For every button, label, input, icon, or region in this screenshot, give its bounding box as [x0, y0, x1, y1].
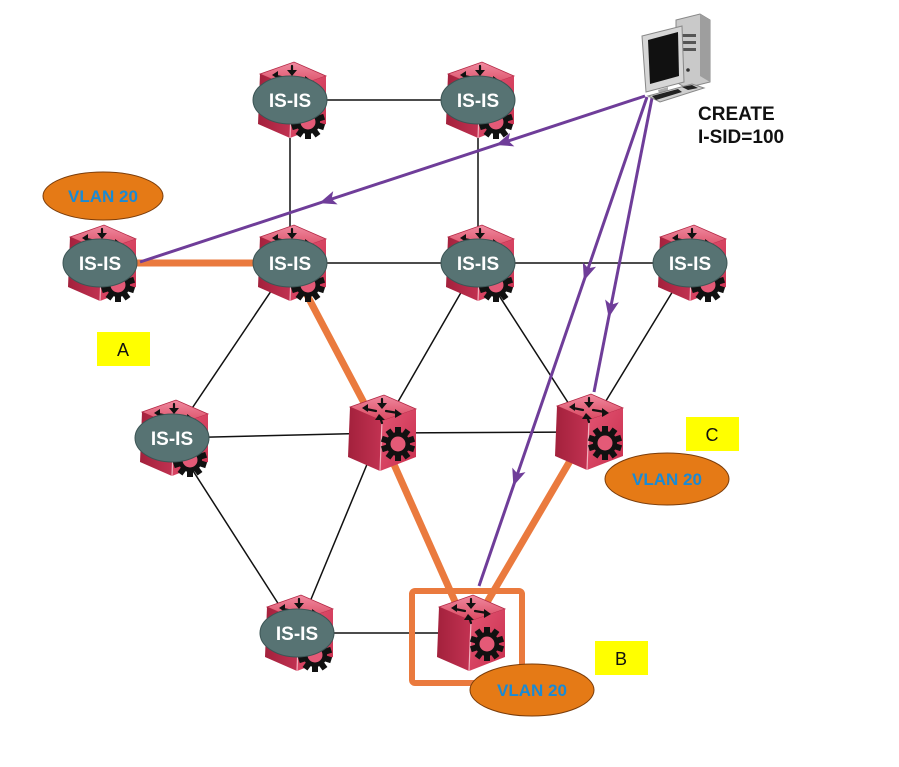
spb-path-layer [134, 259, 573, 606]
create-label-line1: CREATE [698, 104, 775, 125]
arrowhead-icon [512, 467, 526, 486]
tag-label: C [706, 425, 719, 445]
isis-ellipse [652, 238, 728, 288]
isis-label: IS-IS [276, 624, 318, 645]
routing-arrows-icon [569, 396, 609, 424]
isid-arrow-n11 [477, 96, 649, 587]
vlan-label: VLAN 20 [632, 470, 702, 489]
highlight-layer [409, 588, 525, 686]
node-tag-b: B [595, 641, 648, 675]
arrowhead-icon [496, 133, 515, 147]
isis-label: IS-IS [669, 254, 711, 275]
vlan-label: VLAN 20 [68, 187, 138, 206]
isid-arrow-n9 [592, 97, 654, 393]
vlans-layer: VLAN 20 VLAN 20 VLAN 20 [42, 171, 730, 717]
tag-box [595, 641, 648, 675]
cube-left-face [348, 407, 382, 471]
isis-ellipse [440, 75, 516, 125]
spb-switch-node[interactable] [555, 393, 625, 471]
management-station[interactable] [641, 13, 711, 103]
isis-label: IS-IS [269, 254, 311, 275]
arrow-line [139, 94, 646, 264]
cube-left-face [555, 406, 589, 470]
arrow-line [592, 97, 654, 393]
vlan-ellipse [604, 452, 730, 506]
isis-ellipse [440, 238, 516, 288]
nodes-layer: IS-IS IS-IS IS-IS IS-IS IS-IS IS-IS IS-IS IS-IS [62, 61, 728, 672]
vlan-ellipse [42, 171, 164, 221]
tag-box [97, 332, 150, 366]
arrows-layer [139, 94, 654, 587]
arrowhead-icon [319, 191, 338, 205]
spb-switch-node[interactable] [348, 394, 418, 472]
vlan-ellipse [469, 663, 595, 717]
tag-label: A [117, 340, 129, 360]
spb-path-link-n9-n11 [483, 459, 573, 606]
vlan-badge-vlan-c[interactable]: VLAN 20 [604, 452, 730, 506]
arrow-line [477, 96, 649, 587]
create-label-line2: I-SID=100 [698, 127, 784, 148]
node-tag-c: C [686, 417, 739, 451]
isis-label: IS-IS [457, 254, 499, 275]
gear-icon [469, 627, 505, 661]
tag-label: B [615, 649, 627, 669]
computer-icon [641, 13, 711, 103]
tag-box [686, 417, 739, 451]
isis-switch-node[interactable]: IS-IS [259, 594, 335, 672]
vlan-badge-vlan-b[interactable]: VLAN 20 [469, 663, 595, 717]
isis-ellipse [252, 238, 328, 288]
isis-label: IS-IS [269, 91, 311, 112]
tags-layer: A B C [97, 332, 739, 675]
isis-label: IS-IS [79, 254, 121, 275]
routing-arrows-icon [451, 597, 491, 625]
isis-switch-node[interactable]: IS-IS [252, 224, 328, 302]
isis-switch-node[interactable]: IS-IS [652, 224, 728, 302]
isis-label: IS-IS [457, 91, 499, 112]
isis-switch-node[interactable]: IS-IS [440, 61, 516, 139]
isis-label: IS-IS [151, 429, 193, 450]
vlan-label: VLAN 20 [497, 681, 567, 700]
vlan-badge-vlan-a[interactable]: VLAN 20 [42, 171, 164, 221]
isis-switch-node[interactable]: IS-IS [252, 61, 328, 139]
arrowhead-icon [605, 299, 619, 318]
isis-switch-node[interactable]: IS-IS [62, 224, 138, 302]
cube-left-face [437, 607, 471, 671]
routing-arrows-icon [362, 397, 402, 425]
gear-icon [380, 427, 416, 461]
spb-switch-node[interactable] [437, 594, 507, 672]
spb-path-link-n4-n8 [302, 291, 368, 405]
arrowhead-icon [582, 262, 597, 281]
isis-ellipse [252, 75, 328, 125]
spb-path-link-n8-n11 [390, 462, 459, 604]
node-tag-a: A [97, 332, 150, 366]
isid-arrow-n3 [139, 94, 646, 264]
isis-ellipse [62, 238, 138, 288]
gear-icon [587, 426, 623, 460]
isis-ellipse [134, 413, 210, 463]
isis-ellipse [259, 608, 335, 658]
isis-switch-node[interactable]: IS-IS [134, 399, 210, 477]
destination-highlight-box [409, 588, 525, 686]
isis-switch-node[interactable]: IS-IS [440, 224, 516, 302]
